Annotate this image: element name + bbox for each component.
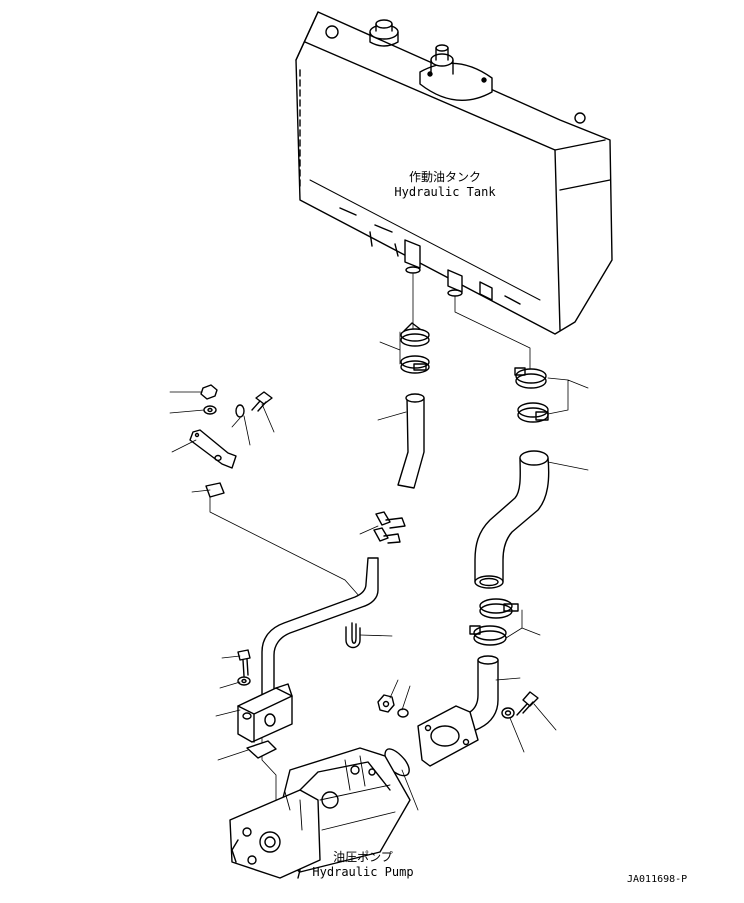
clamp-upper-right (514, 367, 547, 389)
small-bolts-pair (373, 511, 406, 544)
suction-flange (417, 705, 479, 767)
suction-hose (474, 450, 550, 589)
pump-label-en: Hydraulic Pump (312, 865, 414, 879)
clamp-upper-left (400, 322, 430, 347)
clamp-pair-mid (469, 598, 519, 646)
block-gasket (246, 740, 277, 759)
flange-bolt-right (501, 691, 539, 719)
hydraulic-pump (229, 747, 411, 879)
clamp-lower-right (517, 402, 549, 423)
rubber-cushion (205, 482, 225, 498)
tank-label: 作動油タンク Hydraulic Tank (370, 170, 520, 200)
drawing-id: JA011698-P (627, 874, 688, 885)
u-bolt-clip (345, 622, 361, 649)
tank-label-ja: 作動油タンク (408, 170, 481, 184)
hydraulic-tank (295, 11, 613, 335)
nut-oring-left (377, 694, 409, 718)
callout-leaders (169, 331, 589, 811)
block-bolt-washer (237, 649, 251, 686)
mounting-bracket (189, 429, 237, 469)
tank-label-en: Hydraulic Tank (394, 185, 496, 199)
bracket-bolts (200, 384, 273, 418)
hose-small-upper (397, 393, 425, 489)
drain-block (237, 683, 293, 743)
pump-label: 油圧ポンプ Hydraulic Pump (288, 850, 438, 880)
pump-label-ja: 油圧ポンプ (333, 850, 393, 864)
clamp-lower-left (400, 355, 430, 374)
